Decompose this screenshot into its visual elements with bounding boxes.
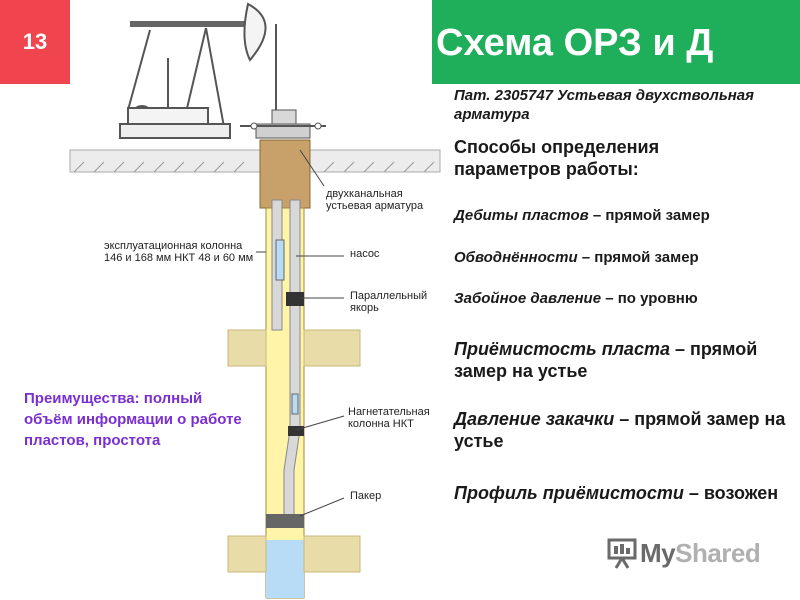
label-casing: эксплуатационная колонна 146 и 168 мм НК… — [104, 240, 254, 264]
label-injection: Нагнетательная колонна НКТ — [348, 406, 430, 430]
method-item: Давление закачки – прямой замер на устье — [454, 409, 786, 451]
patent-reference: Пат. 2305747 Устьевая двухствольная арма… — [454, 87, 754, 123]
method-item: Профиль приёмистости – возожен — [454, 483, 779, 503]
slide-number: 13 — [0, 0, 70, 84]
label-pump: насос — [350, 248, 380, 260]
method-item: Забойное давление – по уровню — [454, 290, 698, 307]
title-bar — [432, 0, 800, 84]
logo-text-shared: Shared — [675, 537, 761, 568]
ground-surface — [69, 149, 441, 173]
leader-lines — [256, 149, 345, 517]
advantages-text: Преимущества: полный объём информации о … — [24, 390, 242, 449]
pumpjack — [119, 2, 277, 139]
label-packer: Пакер — [350, 490, 382, 502]
label-wellhead: двухканальная устьевая арматура — [326, 188, 424, 212]
slide-title: Схема ОРЗ и Д — [436, 22, 714, 64]
method-item: Обводнённости – прямой замер — [454, 249, 699, 266]
label-anchor: Параллельный якорь — [350, 290, 428, 314]
wellbore — [227, 139, 361, 599]
myshared-logo: MyShared — [606, 536, 761, 570]
methods-heading: Способы определения параметров работы: — [454, 137, 660, 179]
wellhead — [240, 70, 326, 139]
method-item: Приёмистость пласта – прямой замер на ус… — [454, 339, 758, 381]
method-item: Дебиты пластов – прямой замер — [454, 207, 710, 224]
logo-text-my: My — [640, 537, 676, 568]
presentation-icon — [607, 538, 637, 569]
